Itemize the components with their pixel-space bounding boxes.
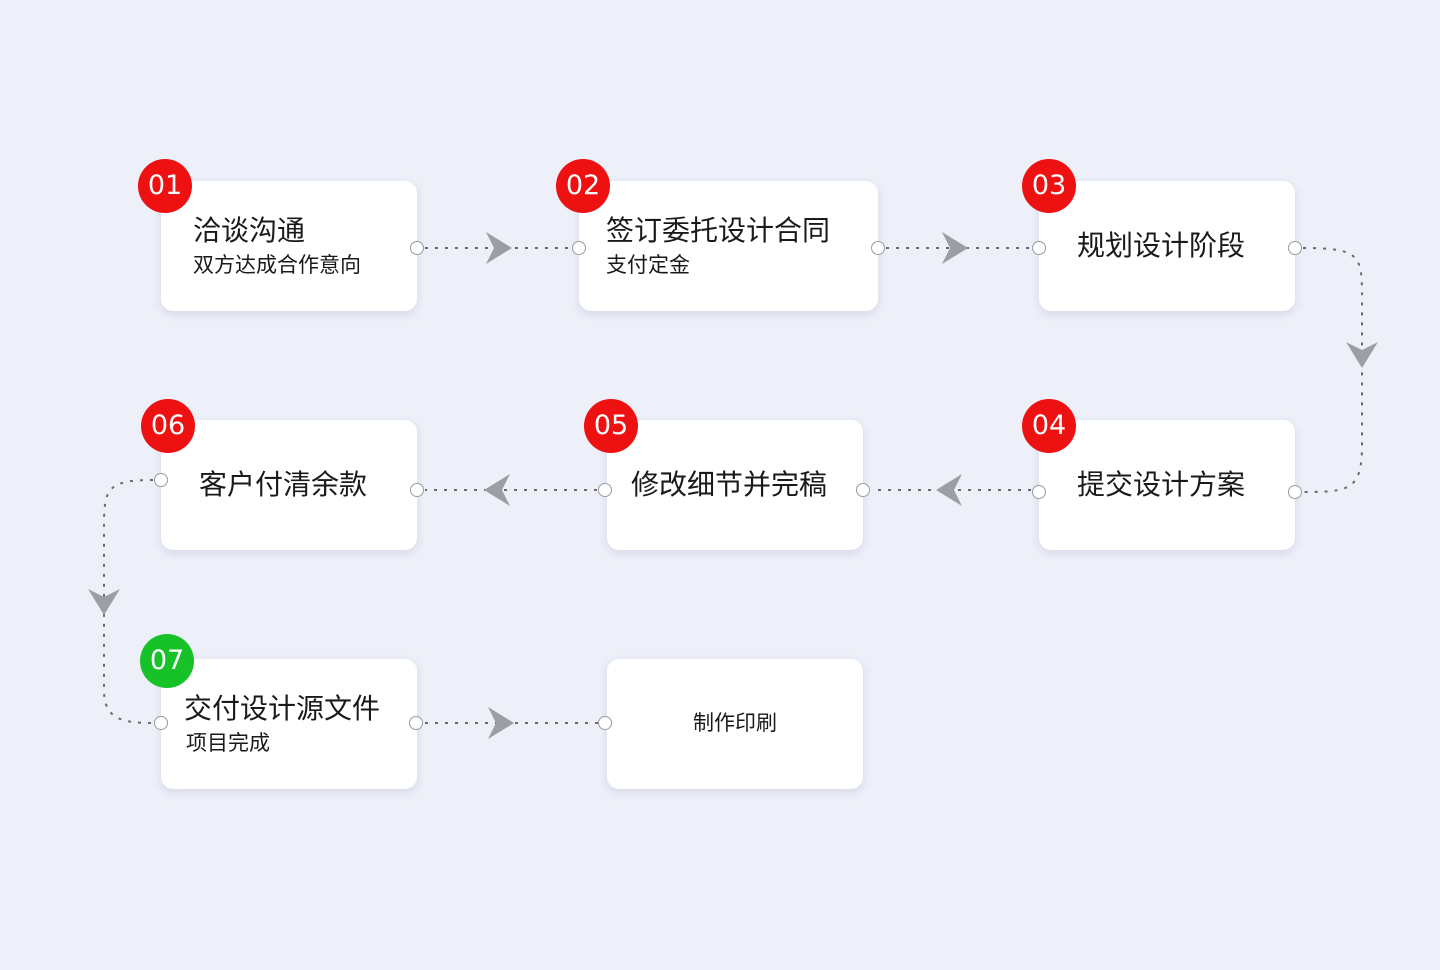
step-card-final: 制作印刷: [607, 659, 863, 789]
step-title: 洽谈沟通: [193, 214, 306, 247]
step-card-01: 洽谈沟通 双方达成合作意向: [161, 181, 417, 311]
connector-port: [1288, 485, 1302, 499]
connector-6-7: [103, 479, 154, 724]
step-title: 签订委托设计合同: [606, 214, 831, 247]
step-subtitle: 支付定金: [606, 253, 690, 277]
step-number-badge: 04: [1022, 399, 1076, 453]
step-title: 交付设计源文件: [184, 692, 381, 725]
step-number-badge: 05: [584, 399, 638, 453]
connector-port: [154, 716, 168, 730]
connector-port: [1288, 241, 1302, 255]
step-title: 提交设计方案: [1077, 468, 1246, 501]
step-subtitle: 项目完成: [186, 731, 270, 755]
step-card-04: 提交设计方案: [1039, 420, 1295, 550]
arrow-right-icon: [942, 232, 968, 264]
arrow-down-icon: [1346, 342, 1378, 368]
step-number-badge: 07: [140, 634, 194, 688]
connector-port: [410, 483, 424, 497]
connector-port: [856, 483, 870, 497]
step-card-07: 交付设计源文件 项目完成: [161, 659, 417, 789]
connector-port: [871, 241, 885, 255]
step-card-03: 规划设计阶段: [1039, 181, 1295, 311]
step-title: 客户付清余款: [199, 468, 368, 501]
step-card-02: 签订委托设计合同 支付定金: [579, 181, 878, 311]
step-card-06: 客户付清余款: [161, 420, 417, 550]
connector-port: [1032, 241, 1046, 255]
arrow-right-icon: [488, 707, 514, 739]
connector-port: [154, 473, 168, 487]
step-number-badge: 02: [556, 159, 610, 213]
connector-port: [598, 483, 612, 497]
step-title: 规划设计阶段: [1077, 229, 1246, 262]
arrow-left-icon: [484, 474, 510, 506]
step-number-badge: 06: [141, 399, 195, 453]
arrow-right-icon: [486, 232, 512, 264]
arrow-left-icon: [936, 474, 962, 506]
connector-port: [410, 241, 424, 255]
step-card-05: 修改细节并完稿: [607, 420, 863, 550]
step-subtitle: 双方达成合作意向: [193, 253, 361, 277]
arrow-down-icon: [88, 589, 120, 615]
step-number-badge: 03: [1022, 159, 1076, 213]
connector-port: [598, 716, 612, 730]
connector-port: [409, 716, 423, 730]
connector-port: [1032, 485, 1046, 499]
step-number-badge: 01: [138, 159, 192, 213]
connector-port: [572, 241, 586, 255]
step-title: 制作印刷: [693, 711, 777, 735]
step-title: 修改细节并完稿: [631, 468, 828, 501]
connector-3-4: [1302, 247, 1363, 493]
